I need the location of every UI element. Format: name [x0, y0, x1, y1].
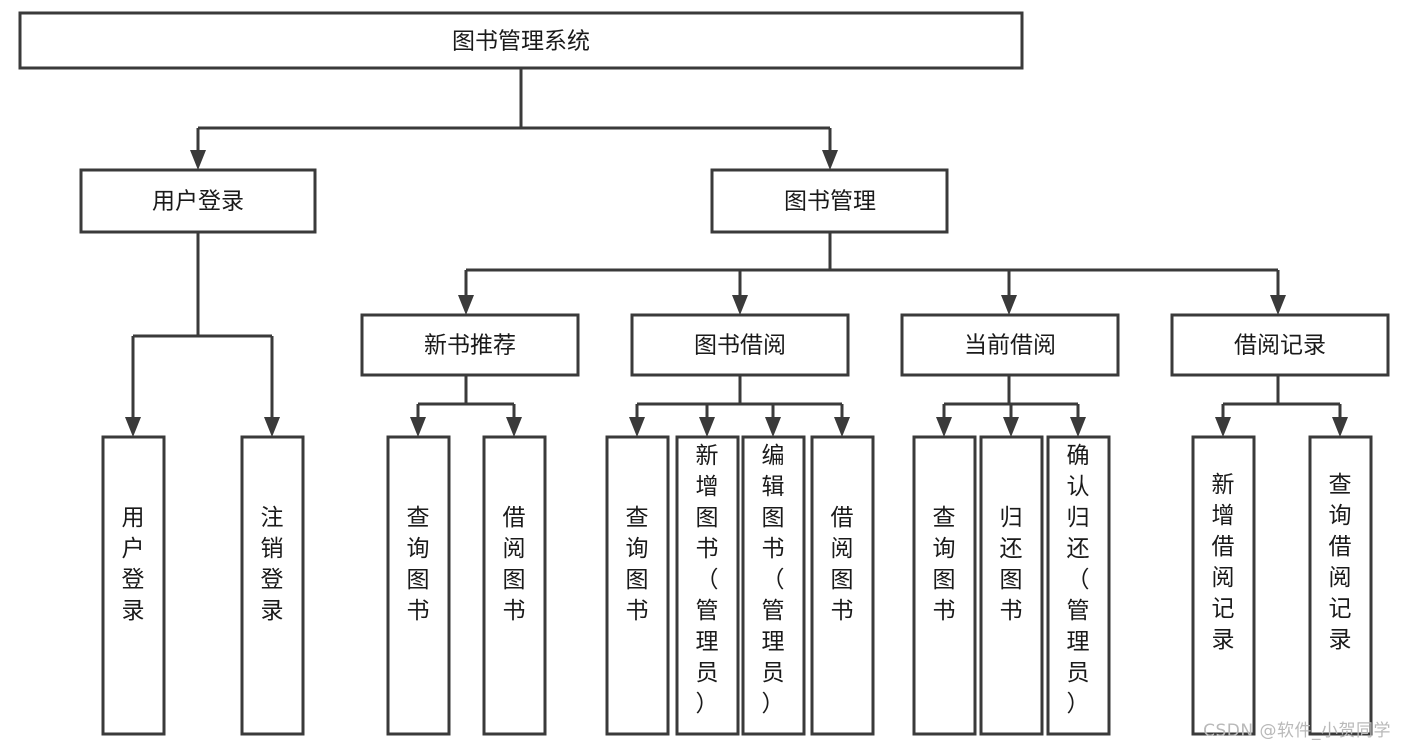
csdn-watermark: CSDN @软件_小贺同学 — [1203, 721, 1391, 741]
arrow-head-leaf-add-book — [699, 417, 715, 437]
node-new-book-recommend-box[interactable] — [360, 313, 580, 377]
node-current-borrow[interactable]: 当前借阅 — [900, 313, 1120, 377]
node-leaf-user-login[interactable]: 用户登录 — [101, 435, 166, 736]
node-leaf-query-book-3[interactable]: 查询图书 — [912, 435, 977, 736]
node-leaf-edit-book-label: 编辑图书（管理员） — [762, 443, 785, 717]
node-book-borrow-label: 图书借阅 — [694, 333, 786, 359]
arrow-head-leaf-return-book — [1003, 417, 1019, 437]
node-leaf-borrow-book-1[interactable]: 借阅图书 — [482, 435, 547, 736]
node-leaf-borrow-book-1-box[interactable] — [482, 435, 547, 736]
node-root[interactable]: 图书管理系统 — [18, 11, 1024, 70]
node-borrow-record-box[interactable] — [1170, 313, 1390, 377]
node-current-borrow-label: 当前借阅 — [964, 333, 1056, 359]
arrow-head-leaf-query-book-2 — [629, 417, 645, 437]
node-book-management-box[interactable] — [710, 168, 949, 234]
node-leaf-borrow-book-2-box[interactable] — [810, 435, 875, 736]
arrow-head-current-borrow — [1001, 295, 1017, 315]
node-book-borrow[interactable]: 图书借阅 — [630, 313, 850, 377]
node-book-management-label: 图书管理 — [784, 189, 876, 215]
arrow-head-leaf-add-record — [1215, 417, 1231, 437]
node-leaf-user-login-label: 用户登录 — [122, 505, 145, 624]
arrow-head-leaf-borrow-book-1 — [506, 417, 522, 437]
arrow-head-leaf-user-logout — [264, 417, 280, 437]
node-leaf-add-record-label: 新增借阅记录 — [1212, 472, 1235, 653]
node-new-book-recommend[interactable]: 新书推荐 — [360, 313, 580, 377]
node-root-label: 图书管理系统 — [452, 29, 590, 55]
connector-group-current-borrow — [936, 375, 1086, 437]
node-leaf-add-book[interactable]: 新增图书（管理员） — [675, 435, 740, 736]
node-leaf-user-logout-label: 注销登录 — [261, 505, 284, 624]
arrow-head-book-borrow — [732, 295, 748, 315]
node-leaf-query-book-3-box[interactable] — [912, 435, 977, 736]
connector-group-book-management — [458, 232, 1286, 315]
arrow-head-new-book-recommend — [458, 295, 474, 315]
node-leaf-add-record-box[interactable] — [1191, 435, 1256, 736]
arrow-head-leaf-query-record — [1332, 417, 1348, 437]
node-new-book-recommend-label: 新书推荐 — [424, 333, 516, 359]
node-leaf-confirm-return-box[interactable] — [1046, 435, 1111, 736]
node-leaf-confirm-return[interactable]: 确认归还（管理员） — [1046, 435, 1111, 736]
node-leaf-add-book-box[interactable] — [675, 435, 740, 736]
node-leaf-query-book-2[interactable]: 查询图书 — [605, 435, 670, 736]
node-leaf-user-logout[interactable]: 注销登录 — [240, 435, 305, 736]
node-current-borrow-box[interactable] — [900, 313, 1120, 377]
arrow-head-leaf-borrow-book-2 — [834, 417, 850, 437]
node-leaf-user-login-box[interactable] — [101, 435, 166, 736]
node-leaf-edit-book[interactable]: 编辑图书（管理员） — [741, 435, 806, 736]
node-leaf-query-book-2-label: 查询图书 — [626, 505, 649, 624]
node-leaf-add-record[interactable]: 新增借阅记录 — [1191, 435, 1256, 736]
node-leaf-add-book-label: 新增图书（管理员） — [696, 443, 719, 717]
connector-group-user-login — [125, 232, 280, 437]
connector-group-root — [190, 68, 838, 170]
connector-group-new-book-recommend — [410, 375, 522, 437]
node-leaf-borrow-book-2-label: 借阅图书 — [831, 505, 854, 624]
node-leaf-return-book[interactable]: 归还图书 — [979, 435, 1044, 736]
arrow-head-leaf-query-book-1 — [410, 417, 426, 437]
node-user-login-box[interactable] — [79, 168, 317, 234]
node-leaf-return-book-label: 归还图书 — [1000, 505, 1023, 624]
arrow-head-user-login — [190, 150, 206, 170]
node-leaf-query-record-box[interactable] — [1308, 435, 1373, 736]
node-leaf-user-logout-box[interactable] — [240, 435, 305, 736]
node-leaf-borrow-book-1-label: 借阅图书 — [503, 505, 526, 624]
node-root-box[interactable] — [18, 11, 1024, 70]
arrow-head-borrow-record — [1270, 295, 1286, 315]
node-leaf-borrow-book-2[interactable]: 借阅图书 — [810, 435, 875, 736]
node-borrow-record[interactable]: 借阅记录 — [1170, 313, 1390, 377]
node-leaf-edit-book-box[interactable] — [741, 435, 806, 736]
node-leaf-query-book-1[interactable]: 查询图书 — [386, 435, 451, 736]
arrow-head-leaf-confirm-return — [1070, 417, 1086, 437]
node-borrow-record-label: 借阅记录 — [1234, 333, 1326, 359]
node-leaf-query-book-1-label: 查询图书 — [407, 505, 430, 624]
node-book-management[interactable]: 图书管理 — [710, 168, 949, 234]
arrow-head-leaf-query-book-3 — [936, 417, 952, 437]
node-leaf-query-book-3-label: 查询图书 — [933, 505, 956, 624]
arrow-head-leaf-edit-book — [765, 417, 781, 437]
arrow-head-book-management — [822, 150, 838, 170]
connector-group-borrow-record — [1215, 375, 1348, 437]
node-leaf-confirm-return-label: 确认归还（管理员） — [1067, 443, 1090, 717]
connector-group-book-borrow — [629, 375, 850, 437]
node-book-borrow-box[interactable] — [630, 313, 850, 377]
node-leaf-query-record-label: 查询借阅记录 — [1329, 472, 1352, 653]
node-leaf-query-book-1-box[interactable] — [386, 435, 451, 736]
arrow-head-leaf-user-login — [125, 417, 141, 437]
node-user-login-label: 用户登录 — [152, 189, 244, 215]
node-leaf-return-book-box[interactable] — [979, 435, 1044, 736]
node-leaf-query-book-2-box[interactable] — [605, 435, 670, 736]
node-leaf-query-record[interactable]: 查询借阅记录 — [1308, 435, 1373, 736]
node-user-login[interactable]: 用户登录 — [79, 168, 317, 234]
